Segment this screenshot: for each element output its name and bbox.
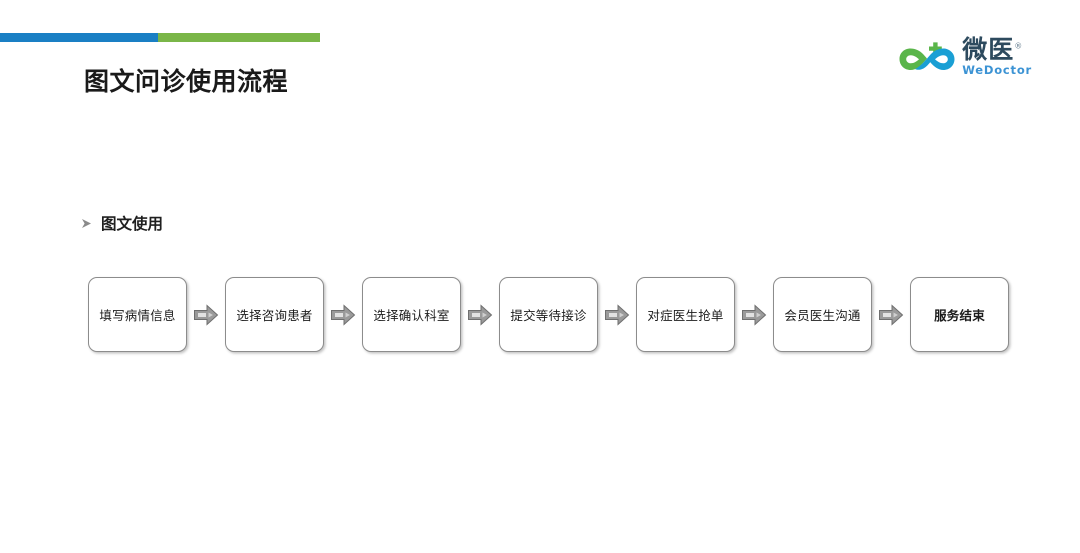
flow-step-4[interactable]: 提交等待接诊	[499, 277, 598, 352]
registered-mark: ®	[1014, 41, 1024, 51]
flow-step-label: 填写病情信息	[99, 308, 176, 323]
wedoctor-logo-text: 微医® WeDoctor	[962, 37, 1032, 77]
logo-name-cn-label: 微医	[962, 35, 1015, 65]
wedoctor-logo-mark-icon	[899, 42, 955, 70]
block-arrow-right-icon	[742, 303, 767, 326]
block-arrow-right-icon	[194, 303, 219, 326]
flow-step-label: 对症医生抢单	[647, 308, 724, 323]
section-heading-label: 图文使用	[101, 215, 164, 233]
flow-step-3[interactable]: 选择确认科室	[362, 277, 461, 352]
section-heading: 图文使用	[80, 212, 163, 234]
flow-step-label: 选择咨询患者	[236, 308, 313, 323]
wedoctor-logo: 微医® WeDoctor	[898, 36, 1032, 78]
page-title: 图文问诊使用流程	[84, 67, 289, 96]
top-accent-bar	[0, 33, 320, 42]
flow-step-label: 服务结束	[934, 308, 985, 323]
block-arrow-right-icon	[468, 303, 493, 326]
triangle-right-icon	[82, 218, 91, 228]
flow-step-2[interactable]: 选择咨询患者	[225, 277, 324, 352]
flow-step-label: 提交等待接诊	[510, 308, 587, 323]
flow-step-label: 会员医生沟通	[784, 308, 861, 323]
flow-step-7[interactable]: 服务结束	[910, 277, 1009, 352]
accent-bar-blue-segment	[0, 33, 158, 42]
block-arrow-right-icon	[605, 303, 630, 326]
accent-bar-green-segment	[158, 33, 320, 42]
wedoctor-logo-name-en: WeDoctor	[962, 63, 1032, 78]
flow-step-label: 选择确认科室	[373, 308, 450, 323]
flow-step-5[interactable]: 对症医生抢单	[636, 277, 735, 352]
block-arrow-right-icon	[879, 303, 904, 326]
flow-step-1[interactable]: 填写病情信息	[88, 277, 187, 352]
process-flow: 填写病情信息 选择咨询患者 选择确认科室 提交等待接诊 对症医生抢单 会员医生沟	[88, 277, 1009, 352]
block-arrow-right-icon	[331, 303, 356, 326]
wedoctor-logo-name-cn: 微医®	[962, 37, 1023, 62]
flow-step-6[interactable]: 会员医生沟通	[773, 277, 872, 352]
